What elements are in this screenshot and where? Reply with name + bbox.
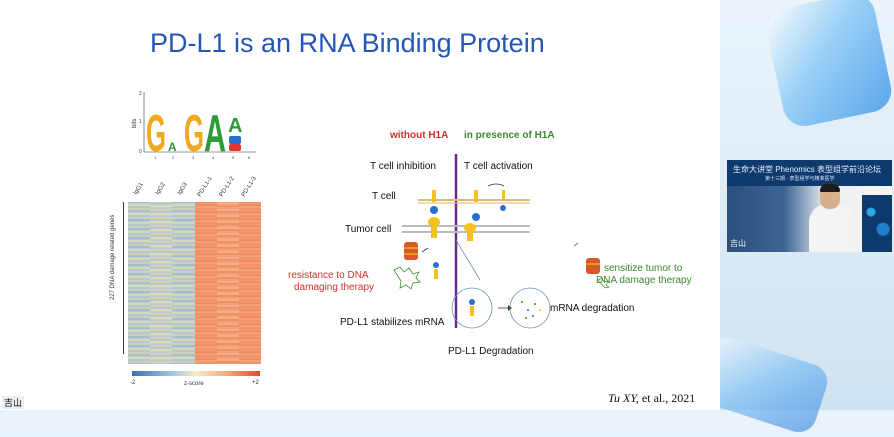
heatmap-column-header: PD-L1-2 (218, 175, 236, 198)
webcam-logo-tag: 吉山 (730, 239, 746, 248)
citation-author: Tu XY, (608, 391, 639, 405)
colorbar-title: z-score (184, 381, 204, 387)
motif-position: 6 (248, 155, 251, 160)
diagram-graphics (393, 154, 610, 329)
label-resistance: resistance to DNA (288, 270, 369, 281)
label-tumor-cell: Tumor cell (345, 224, 392, 235)
heatmap-column (238, 202, 262, 364)
header-without-h1a: without H1A (390, 130, 449, 141)
heatmap-column (194, 202, 217, 364)
slide-title: PD-L1 is an RNA Binding Protein (150, 28, 545, 58)
motif-letter-a: A (204, 105, 226, 163)
label-sensitize: sensitize tumor to (604, 263, 683, 274)
background-glass-shape (762, 0, 894, 131)
label-pd-l1-degradation: PD-L1 Degradation (448, 346, 534, 357)
heatmap-colorbar (132, 371, 260, 376)
heatmap-column-header: PD-L1-1 (196, 175, 214, 198)
colorbar-min-label: -2 (130, 380, 136, 386)
motif-y-tick: 0 (139, 149, 142, 155)
motif-letter-g: G (146, 105, 166, 163)
heatmap-column (128, 202, 151, 364)
webcam-overlay: 生命大讲堂 Phenomics 表型组学前沿论坛 第十三期 · 表型组学与精准医… (727, 160, 892, 252)
heatmap-row-bracket (123, 202, 124, 354)
label-resistance-2: damaging therapy (294, 282, 375, 293)
heatmap-column-header: IgG2 (154, 181, 167, 196)
label-stabilizes-mrna: PD-L1 stabilizes mRNA (340, 317, 445, 328)
motif-position: 3 (192, 155, 195, 160)
speaker-body (809, 204, 855, 252)
motif-y-axis-label: bits (132, 119, 138, 128)
motif-y-tick: 1 (139, 119, 142, 125)
mechanism-diagram: without H1A in presence of H1A T cell in… (288, 120, 710, 365)
presentation-slide: PD-L1 is an RNA Binding Protein bits 2 1… (110, 28, 710, 406)
label-t-cell: T cell (372, 191, 396, 202)
webcam-event-subtitle: 第十三期 · 表型组学与精准医学 (765, 176, 835, 182)
motif-position: 2 (172, 155, 175, 160)
label-t-cell-activation: T cell activation (464, 161, 533, 172)
label-sensitize-2: DNA damage therapy (596, 275, 692, 286)
webcam-ornament (862, 195, 892, 252)
speaker-hair (820, 184, 840, 192)
label-t-cell-inhibition: T cell inhibition (370, 161, 436, 172)
heatmap-row-label: 227 DNA damage related genes (110, 214, 116, 300)
heatmap-column-header: IgG3 (176, 181, 189, 196)
citation: Tu XY, et al., 2021 (608, 391, 695, 406)
heatmap-column-header: IgG1 (132, 181, 145, 196)
motif-position: 4 (212, 155, 215, 160)
motif-letter-a-top: A (228, 115, 242, 137)
motif-letter-g: G (184, 105, 204, 163)
heatmap-column (172, 202, 195, 364)
heatmap (128, 202, 262, 364)
label-mrna-degradation: mRNA degradation (550, 303, 635, 314)
corner-logo-tag: 吉山 (2, 396, 25, 409)
motif-position: 5 (232, 155, 235, 160)
heatmap-column (150, 202, 173, 364)
sequence-motif-logo: bits 2 1 0 G A G A A 1 2 3 4 5 6 (132, 91, 256, 163)
motif-position: 1 (154, 155, 157, 160)
header-with-h1a: in presence of H1A (464, 130, 555, 141)
motif-letter-a-small: A (168, 140, 177, 154)
colorbar-max-label: +2 (252, 380, 259, 386)
heatmap-column (216, 202, 239, 364)
citation-rest: et al., 2021 (638, 391, 696, 405)
heatmap-column-header: PD-L1-3 (240, 175, 258, 198)
webcam-event-header: 生命大讲堂 Phenomics 表型组学前沿论坛 (733, 165, 882, 174)
motif-y-tick: 2 (139, 91, 142, 97)
